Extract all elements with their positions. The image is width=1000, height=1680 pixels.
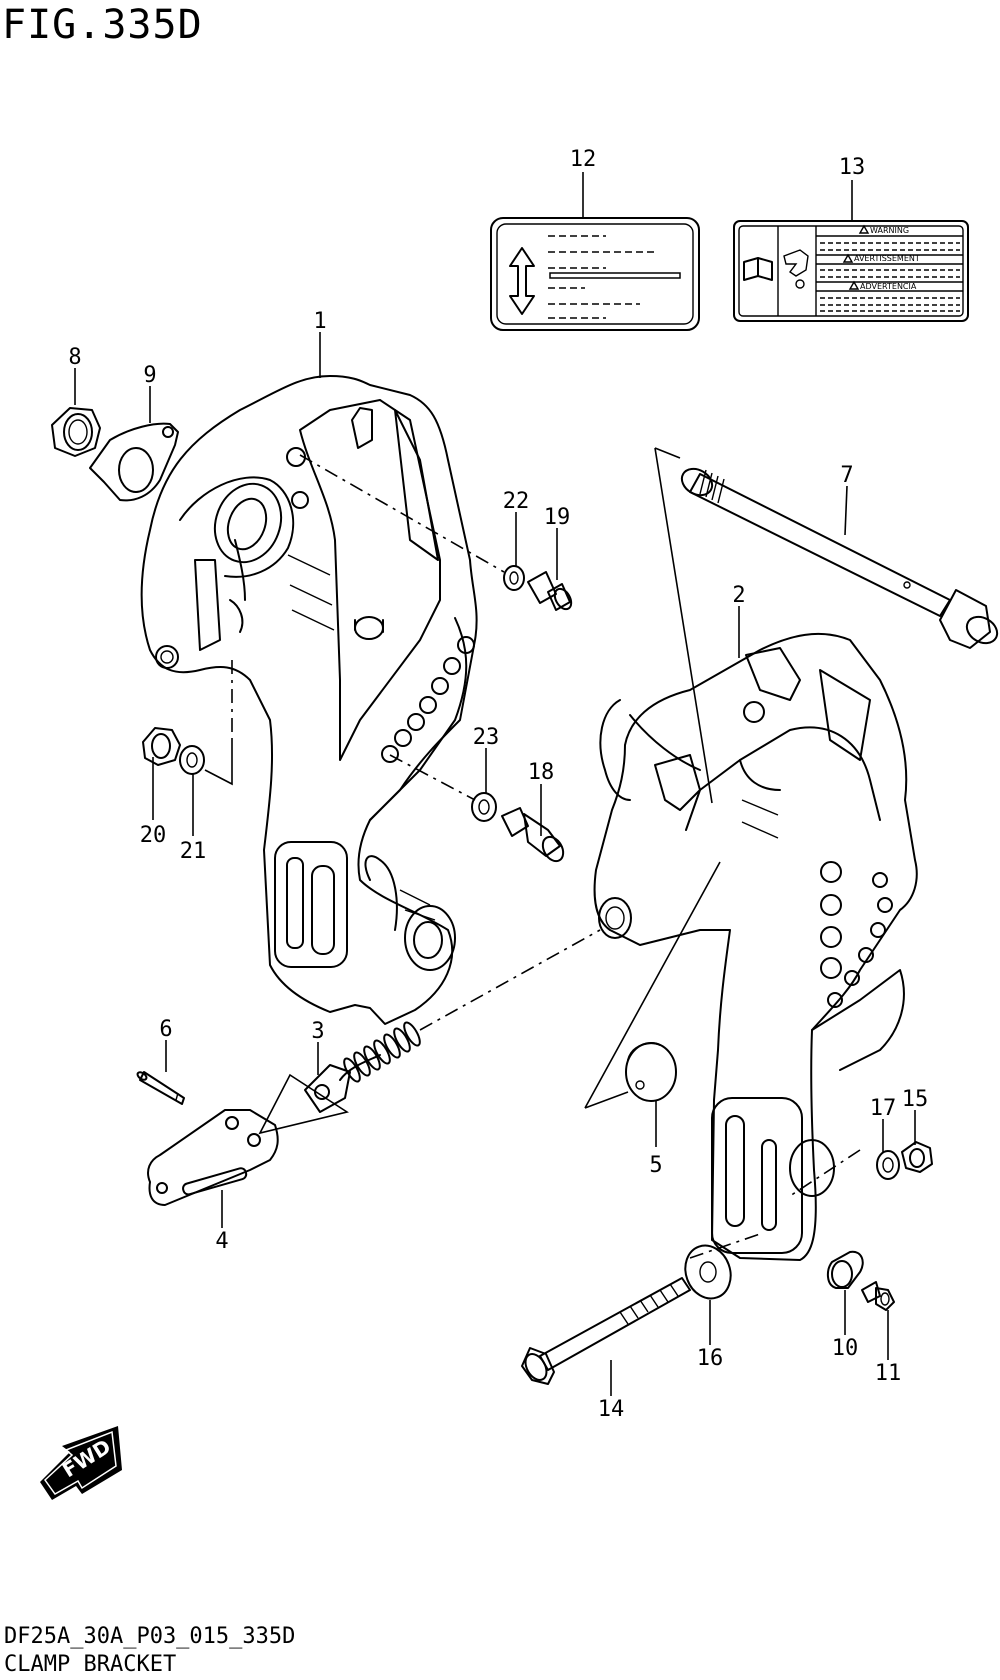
part-20-nut bbox=[142, 727, 181, 766]
callout-7: 7 bbox=[840, 463, 853, 488]
callout-1: 1 bbox=[313, 309, 326, 334]
advertencia-heading: ADVERTENCIA bbox=[860, 282, 917, 291]
callout-17: 17 bbox=[870, 1096, 897, 1121]
diagram-code: DF25A_30A_P03_015_335D bbox=[4, 1624, 296, 1649]
part-7-tilt-tube bbox=[680, 467, 999, 649]
part-14-through-bolt bbox=[521, 1277, 691, 1385]
part-8-nut bbox=[51, 407, 101, 457]
up-down-arrow-icon bbox=[509, 247, 535, 315]
callout-10: 10 bbox=[832, 1336, 859, 1361]
part-22-washer bbox=[503, 565, 525, 591]
callout-numbers: 1 2 3 4 5 6 7 8 9 10 11 12 13 14 15 16 1… bbox=[68, 147, 928, 1422]
callout-20: 20 bbox=[140, 823, 167, 848]
figure-title: FIG.335D bbox=[2, 2, 203, 48]
part-17-washer bbox=[876, 1150, 900, 1180]
part-11-bolt bbox=[861, 1281, 895, 1311]
callout-19: 19 bbox=[544, 505, 571, 530]
manual-book-icon bbox=[743, 257, 773, 281]
warning-heading: WARNING bbox=[870, 226, 909, 235]
part-6-pin bbox=[136, 1071, 185, 1105]
callout-5: 5 bbox=[649, 1153, 662, 1178]
callout-13: 13 bbox=[839, 155, 866, 180]
callout-9: 9 bbox=[143, 363, 156, 388]
part-16-washer bbox=[684, 1244, 732, 1300]
part-18-bolt bbox=[501, 807, 565, 863]
part-23-washer bbox=[471, 792, 497, 822]
callout-2: 2 bbox=[732, 583, 745, 608]
callout-23: 23 bbox=[473, 725, 500, 750]
part-2-clamp-bracket-right bbox=[593, 633, 918, 1261]
part-4-lever bbox=[147, 1109, 279, 1206]
callout-14: 14 bbox=[598, 1397, 625, 1422]
callout-8: 8 bbox=[68, 345, 81, 370]
callout-16: 16 bbox=[697, 1346, 724, 1371]
callout-12: 12 bbox=[570, 147, 597, 172]
assembly-centerlines bbox=[204, 447, 861, 1259]
fwd-arrow-icon bbox=[40, 1426, 122, 1500]
callout-15: 15 bbox=[902, 1087, 929, 1112]
part-1-clamp-bracket-left bbox=[140, 375, 478, 1025]
part-3-spring bbox=[304, 1021, 421, 1113]
callout-22: 22 bbox=[503, 489, 530, 514]
part-19-bolt bbox=[527, 571, 573, 611]
callout-3: 3 bbox=[311, 1019, 324, 1044]
callout-4: 4 bbox=[215, 1229, 228, 1254]
part-21-washer bbox=[179, 745, 205, 775]
callout-11: 11 bbox=[875, 1361, 902, 1386]
hazard-triangle-icon bbox=[783, 249, 809, 289]
part-5-cap bbox=[625, 1042, 677, 1102]
callout-leaders bbox=[74, 172, 916, 1396]
part-15-nut bbox=[901, 1141, 933, 1173]
label-13-warning-decal: WARNING AVERTISSEMENT ADVERTENCIA bbox=[733, 220, 969, 322]
callout-18: 18 bbox=[528, 760, 555, 785]
label-12-decal bbox=[490, 217, 700, 331]
part-9-plate bbox=[89, 422, 179, 502]
diagram-name: CLAMP BRACKET bbox=[4, 1652, 177, 1677]
fwd-direction-badge: FWD bbox=[40, 1426, 122, 1500]
callout-21: 21 bbox=[180, 839, 207, 864]
avertissement-heading: AVERTISSEMENT bbox=[854, 254, 920, 263]
callout-6: 6 bbox=[159, 1017, 172, 1042]
part-10-spacer bbox=[826, 1250, 864, 1289]
